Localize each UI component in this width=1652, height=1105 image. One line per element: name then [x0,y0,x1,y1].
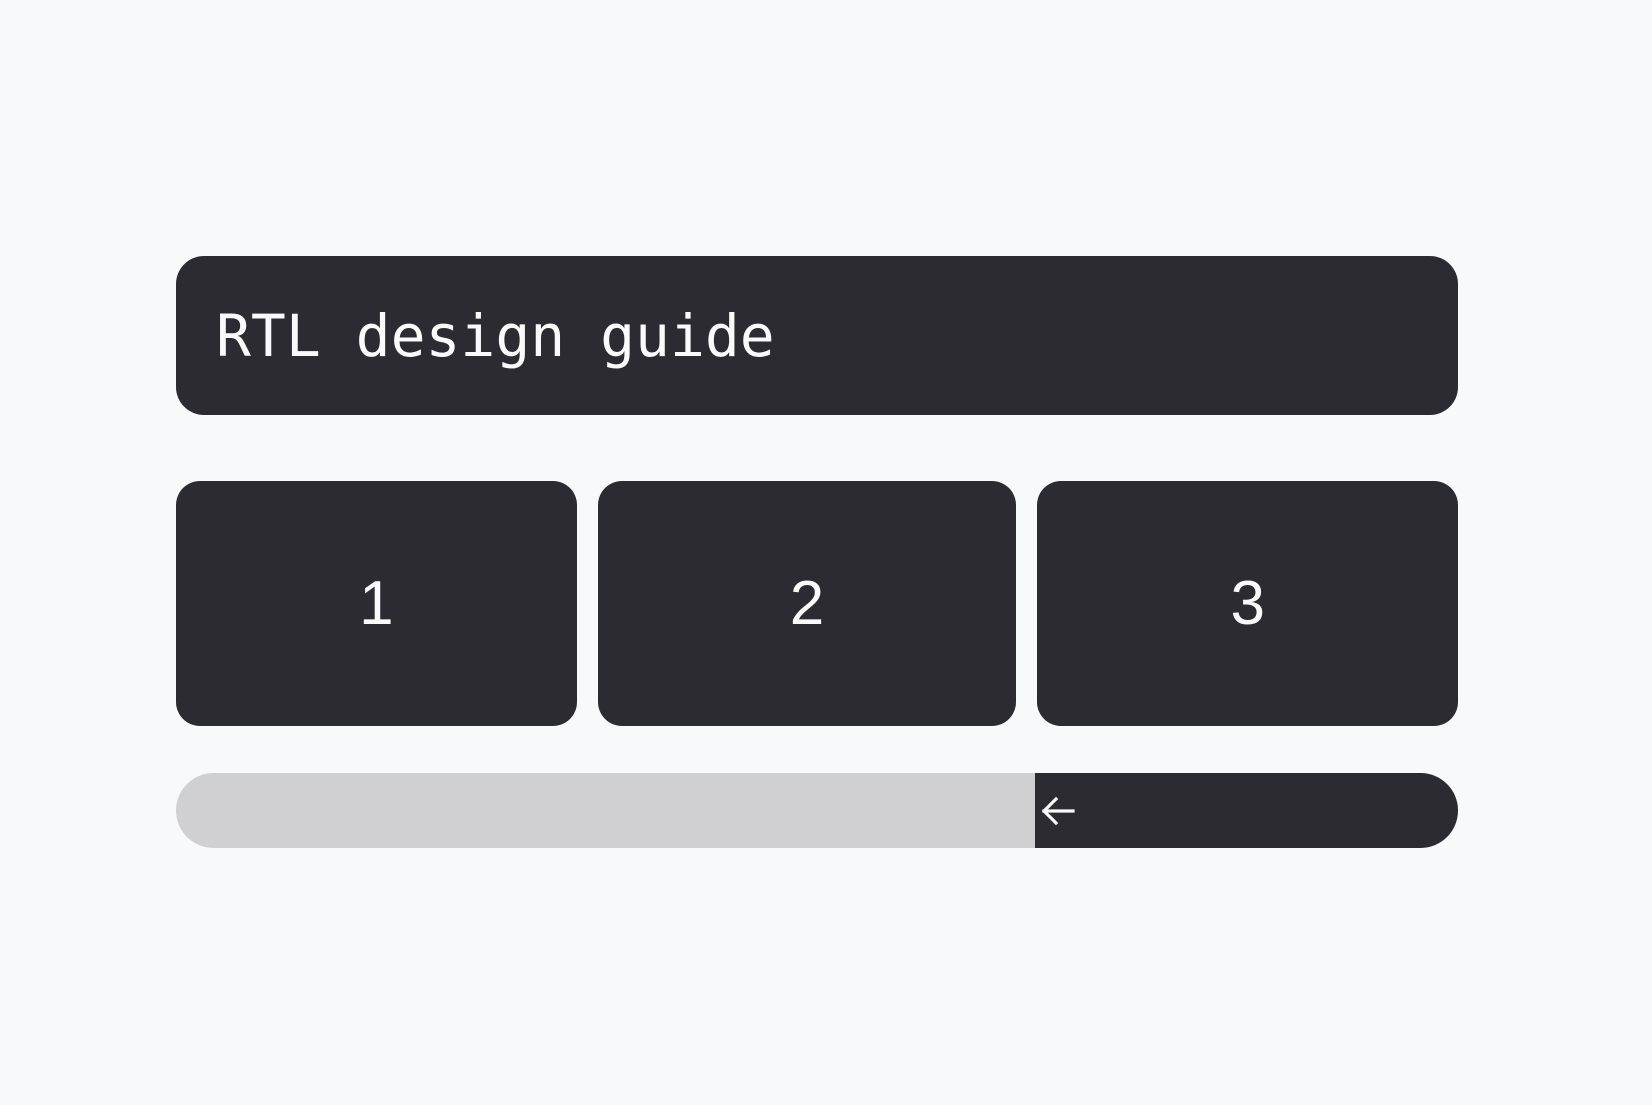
card-label: 3 [1230,568,1265,638]
cards-row: 3 2 1 [176,481,1458,726]
card-label: 1 [359,568,394,638]
rtl-demo-frame: RTL design guide 3 2 1 [176,256,1458,848]
arrow-left-icon[interactable] [1035,788,1081,834]
progress-bar-track[interactable] [176,773,1458,848]
card-item-3[interactable]: 3 [1037,481,1458,726]
card-item-2[interactable]: 2 [597,481,1017,726]
progress-bar-fill [1034,773,1458,848]
card-item-1[interactable]: 1 [176,481,577,726]
card-label: 2 [789,568,825,638]
header-bar: RTL design guide [176,256,1458,415]
page-title: RTL design guide [216,301,775,370]
